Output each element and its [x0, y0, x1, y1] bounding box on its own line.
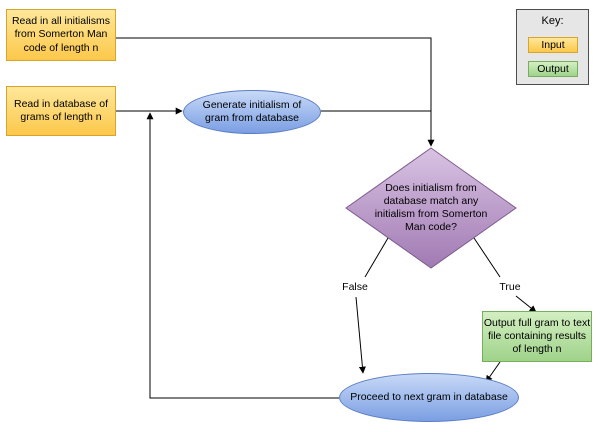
output-gram-text: Output full gram to text file containing… — [483, 316, 591, 356]
read-database-text: Read in database of grams of length n — [14, 97, 108, 123]
read-database-box: Read in database of grams of length n — [6, 86, 116, 136]
key-output-swatch: Output — [528, 61, 578, 77]
generate-initialism-ellipse: Generate initialism of gram from databas… — [183, 90, 321, 134]
read-initialisms-box: Read in all initialisms from Somerton Ma… — [6, 9, 116, 61]
key-input-swatch: Input — [528, 37, 578, 53]
key-title: Key: — [541, 15, 564, 27]
connector-false-upper — [364, 237, 389, 278]
key-input-label: Input — [541, 39, 565, 51]
decision-text: Does initialism from database match any … — [374, 181, 488, 234]
connector-false-lower — [355, 296, 366, 374]
connector-true-lower — [515, 295, 537, 313]
read-initialisms-text: Read in all initialisms from Somerton Ma… — [11, 15, 111, 54]
key-legend: Key: Input Output — [516, 9, 589, 85]
true-label: True — [497, 281, 523, 293]
generate-initialism-text: Generate initialism of gram from databas… — [202, 98, 302, 124]
false-label: False — [340, 281, 370, 293]
connector-initialisms-to-decision — [116, 37, 435, 147]
next-gram-text: Proceed to next gram in database — [350, 390, 508, 403]
next-gram-ellipse: Proceed to next gram in database — [339, 373, 519, 422]
decision-diamond-shape — [345, 147, 517, 269]
output-gram-box: Output full gram to text file containing… — [482, 311, 592, 362]
key-output-label: Output — [537, 63, 569, 75]
connector-true-upper — [473, 237, 501, 278]
connector-loop-back — [146, 112, 339, 399]
decision-text-box: Does initialism from database match any … — [370, 178, 492, 238]
